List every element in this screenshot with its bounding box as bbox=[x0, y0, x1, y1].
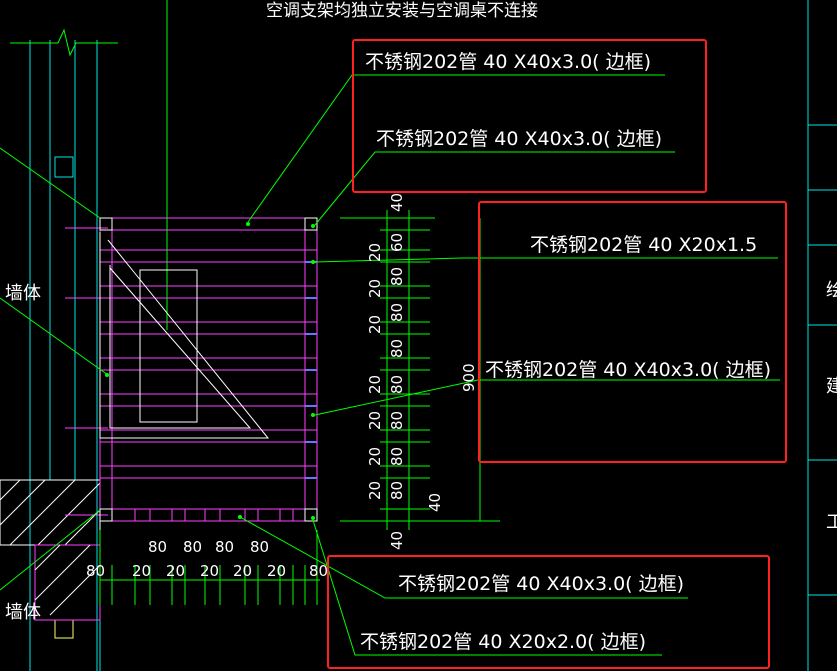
horizontal-dimension-lines bbox=[99, 530, 320, 605]
vdim-b-2: 80 bbox=[388, 303, 406, 322]
vdim-a-8: 40 bbox=[388, 531, 406, 550]
vdim-b-3: 80 bbox=[388, 339, 406, 358]
hdim-bot-6: 80 bbox=[309, 562, 328, 580]
horizontal-dims-top: 80 80 80 80 bbox=[148, 538, 269, 556]
vdim-b-5: 80 bbox=[388, 411, 406, 430]
horizontal-dims-bottom: 80 20 20 20 20 20 80 bbox=[86, 562, 328, 580]
hdim-top-1: 80 bbox=[183, 538, 202, 556]
drawing-title: 空调支架均独立安装与空调桌不连接 bbox=[266, 1, 538, 21]
vdim-a-1: 20 bbox=[366, 243, 384, 262]
wall-label-upper: 墙体 bbox=[5, 283, 41, 304]
right-edge-ticks bbox=[305, 261, 317, 479]
hdim-bot-4: 20 bbox=[233, 562, 252, 580]
side-label-1: 建 bbox=[826, 376, 837, 397]
callout-top-1: 不锈钢202管 40 X40x3.0( 边框) bbox=[365, 51, 651, 73]
hdim-bot-3: 20 bbox=[200, 562, 219, 580]
vertical-dimension-lines bbox=[340, 210, 500, 530]
wall-label-lower: 墙体 bbox=[5, 602, 41, 623]
bracket-triangle bbox=[99, 217, 318, 522]
vdim-b-7: 80 bbox=[388, 481, 406, 500]
side-label-0: 绘 bbox=[826, 280, 837, 301]
title-block-labels: 绘 建 工 bbox=[826, 280, 837, 533]
side-label-2: 工 bbox=[826, 512, 837, 533]
break-line bbox=[10, 28, 118, 57]
vdim-a-5: 20 bbox=[366, 411, 384, 430]
vertical-dims-col-a: 40 20 20 20 20 20 20 20 40 bbox=[366, 193, 406, 550]
vdim-b-0: 60 bbox=[388, 233, 406, 252]
highlight-box-top bbox=[352, 39, 707, 193]
vdim-b-1: 80 bbox=[388, 267, 406, 286]
vdim-a-4: 20 bbox=[366, 375, 384, 394]
vdim-total: 900 bbox=[460, 363, 478, 392]
vdim-b-6: 80 bbox=[388, 447, 406, 466]
vdim-bottom: 40 bbox=[426, 493, 444, 512]
callout-bottom-1: 不锈钢202管 40 X40x3.0( 边框) bbox=[398, 573, 684, 595]
callout-top-2: 不锈钢202管 40 X40x3.0( 边框) bbox=[376, 128, 662, 150]
vdim-a-7: 20 bbox=[366, 481, 384, 500]
hdim-bot-0: 80 bbox=[86, 562, 105, 580]
hdim-top-0: 80 bbox=[148, 538, 167, 556]
highlight-boxes bbox=[327, 39, 787, 669]
callout-right-1: 不锈钢202管 40 X20x1.5 bbox=[530, 234, 757, 256]
hdim-bot-2: 20 bbox=[166, 562, 185, 580]
hdim-bot-5: 20 bbox=[267, 562, 286, 580]
leader-dots bbox=[105, 222, 315, 520]
vertical-dims-col-b: 60 80 80 80 80 80 80 80 bbox=[388, 233, 406, 500]
vdim-a-0: 40 bbox=[388, 193, 406, 212]
title-block-frame bbox=[807, 0, 837, 671]
callout-right-2: 不锈钢202管 40 X40x3.0( 边框) bbox=[485, 359, 771, 381]
vdim-a-6: 20 bbox=[366, 447, 384, 466]
hdim-bot-1: 20 bbox=[132, 562, 151, 580]
hdim-top-2: 80 bbox=[215, 538, 234, 556]
callout-bottom-2: 不锈钢202管 40 X20x2.0( 边框) bbox=[360, 631, 646, 653]
vdim-b-4: 80 bbox=[388, 375, 406, 394]
highlight-box-bottom bbox=[327, 555, 770, 669]
hdim-top-3: 80 bbox=[250, 538, 269, 556]
highlight-box-right bbox=[478, 201, 787, 463]
vdim-a-2: 20 bbox=[366, 279, 384, 298]
wall-hatch bbox=[0, 479, 101, 621]
vdim-a-3: 20 bbox=[366, 315, 384, 334]
frame-structure bbox=[65, 217, 318, 522]
